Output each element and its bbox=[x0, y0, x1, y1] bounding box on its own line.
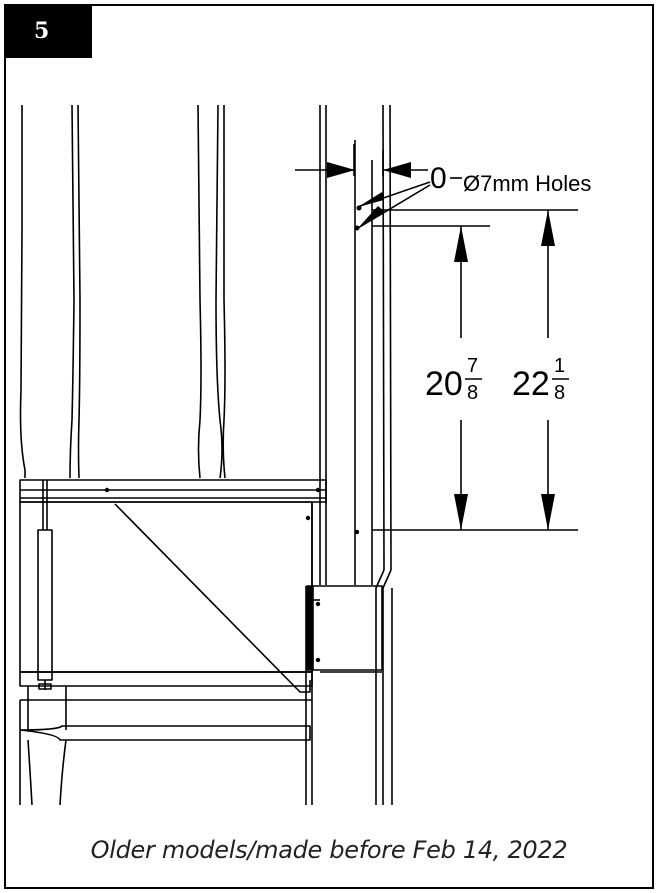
drawing-line bbox=[315, 487, 321, 493]
center-panel-a bbox=[197, 104, 202, 479]
center-panel-c bbox=[222, 105, 226, 479]
dim-outer-arrow-down bbox=[541, 494, 555, 530]
post-lower-block bbox=[311, 585, 383, 671]
left-panel-inner-a bbox=[69, 104, 75, 479]
left-panel-outline bbox=[19, 105, 26, 478]
dim-inner-arrow-down bbox=[454, 494, 468, 530]
gap-arrow-right bbox=[383, 162, 411, 178]
hole-upper bbox=[356, 205, 362, 211]
drawing-line bbox=[315, 601, 321, 607]
figure-caption: Older models/made before Feb 14, 2022 bbox=[90, 836, 568, 864]
gap-arrow-left bbox=[327, 162, 355, 178]
channel-right-wall bbox=[382, 104, 385, 571]
channel-rivet bbox=[354, 529, 360, 535]
dim-inner-whole: 20 bbox=[425, 365, 463, 403]
lower-rail bbox=[19, 671, 313, 687]
center-panel-b bbox=[215, 104, 223, 479]
dim-inner-arrow-up bbox=[454, 226, 468, 262]
drawing-line bbox=[389, 104, 392, 571]
box-body bbox=[19, 501, 313, 673]
dim-outer-whole: 22 bbox=[512, 365, 550, 403]
dim-outer-arrow-up bbox=[541, 210, 555, 246]
dim-outer-denominator: 8 bbox=[554, 382, 565, 404]
step-number-badge: 5 bbox=[4, 4, 92, 58]
hole-lower bbox=[354, 225, 360, 231]
drawing-line bbox=[19, 104, 578, 806]
drawing-line bbox=[306, 585, 314, 671]
dim-inner-numerator: 7 bbox=[467, 355, 478, 377]
dim-outer-numerator: 1 bbox=[554, 355, 565, 377]
drawing-line bbox=[104, 162, 555, 663]
drawing-line bbox=[19, 725, 311, 741]
gap-zero-label: 0 bbox=[430, 162, 447, 195]
hole-arrow-2 bbox=[358, 206, 385, 228]
holes-label: Ø7mm Holes bbox=[463, 171, 591, 196]
drawing-line bbox=[305, 515, 311, 521]
left-panel-inner-b bbox=[77, 104, 81, 479]
dim-inner-denominator: 8 bbox=[467, 382, 478, 404]
dim-outer-label: 22 1 8 bbox=[512, 355, 569, 404]
diagonal-brace bbox=[114, 503, 311, 693]
rod-body bbox=[37, 529, 53, 681]
drawing-line bbox=[375, 569, 385, 805]
hole-arrow-1 bbox=[358, 192, 384, 207]
left-lower-leg bbox=[27, 739, 33, 806]
drawing-line bbox=[59, 739, 67, 806]
drawing-line bbox=[104, 487, 110, 493]
drawing-line bbox=[315, 657, 321, 663]
dim-inner-label: 20 7 8 bbox=[425, 355, 482, 404]
drawing-line bbox=[382, 569, 392, 805]
diagram-frame bbox=[4, 4, 654, 889]
